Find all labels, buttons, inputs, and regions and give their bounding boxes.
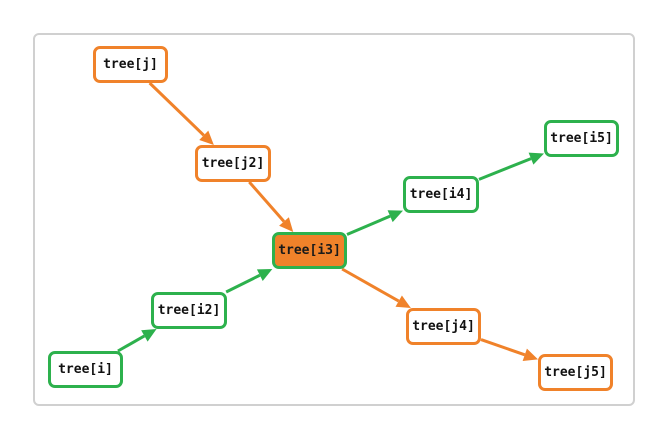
node-tree-j: tree[j] bbox=[93, 46, 168, 83]
arrowhead-tree-i5 bbox=[528, 152, 544, 165]
arrowhead-tree-j4 bbox=[395, 295, 411, 308]
arrowhead-tree-i3 bbox=[256, 269, 273, 282]
node-tree-i3: tree[i3] bbox=[272, 232, 347, 269]
edge-tree-i3-to-tree-j4 bbox=[341, 267, 400, 303]
node-tree-i: tree[i] bbox=[48, 351, 123, 388]
edge-tree-i4-to-tree-i5 bbox=[478, 157, 532, 181]
edge-tree-i3-to-tree-i4 bbox=[346, 214, 391, 236]
node-tree-i5: tree[i5] bbox=[544, 120, 619, 157]
arrowhead-tree-i4 bbox=[387, 210, 403, 223]
arrowhead-tree-j5 bbox=[522, 348, 538, 361]
node-tree-i2: tree[i2] bbox=[151, 292, 227, 329]
arrowhead-tree-i3 bbox=[279, 217, 294, 232]
node-tree-j5: tree[j5] bbox=[538, 354, 613, 391]
node-tree-j2: tree[j2] bbox=[195, 145, 271, 182]
edge-tree-j2-to-tree-i3 bbox=[248, 181, 286, 223]
node-tree-j4: tree[j4] bbox=[406, 308, 481, 345]
edge-tree-i2-to-tree-i3 bbox=[225, 273, 261, 294]
edge-tree-i-to-tree-i2 bbox=[117, 334, 146, 353]
arrowhead-tree-i2 bbox=[141, 329, 157, 342]
node-tree-i4: tree[i4] bbox=[403, 176, 479, 213]
edge-tree-j4-to-tree-j5 bbox=[480, 338, 526, 357]
edge-tree-j-to-tree-j2 bbox=[148, 81, 205, 137]
arrowhead-tree-j2 bbox=[199, 130, 214, 145]
